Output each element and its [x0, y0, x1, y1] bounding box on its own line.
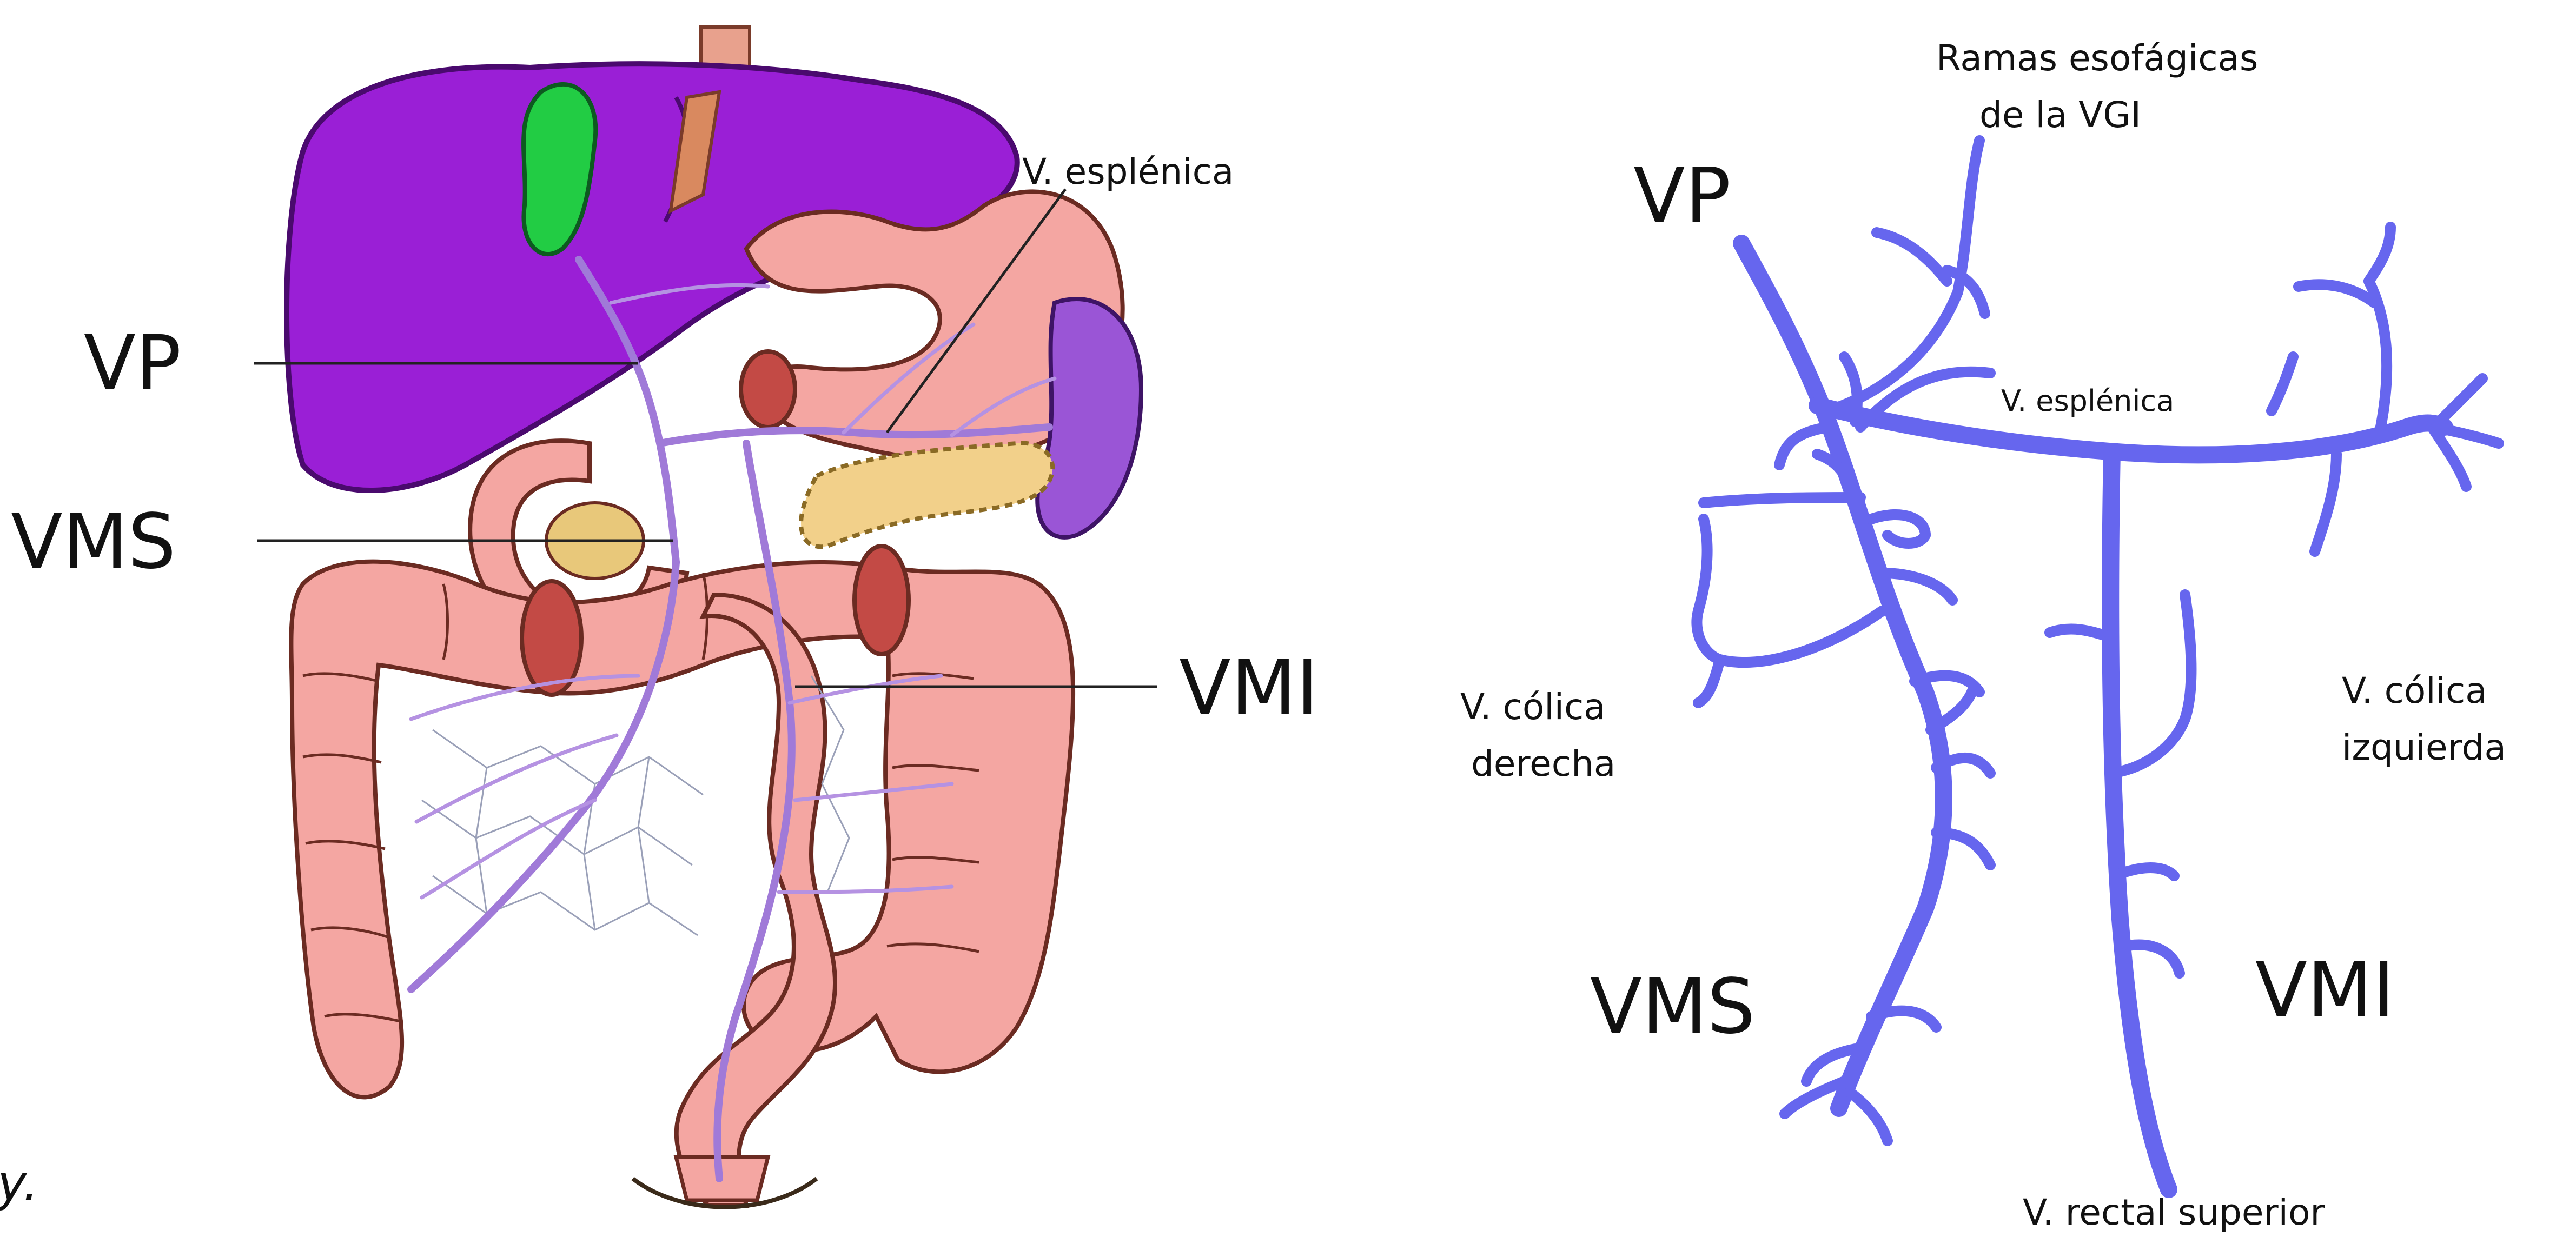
- label-right-colic-line1: V. cólica: [1460, 686, 1606, 728]
- label-left-colic-line2: izquierda: [2342, 727, 2506, 768]
- label-left-colic-line1: V. cólica: [2342, 670, 2487, 711]
- label-vms-schematic: VMS: [1590, 963, 1755, 1051]
- inferior-mesenteric-vein: [2110, 451, 2169, 1189]
- pancreas-icon: [801, 443, 1052, 547]
- schematic-vein-diagram: Ramas esofágicas de la VGI VP V. espléni…: [1460, 37, 2506, 1233]
- label-vmi: VMI: [1179, 644, 1319, 732]
- colon-icon: [291, 562, 1073, 1098]
- label-vp: VP: [84, 320, 181, 408]
- portal-vein-trunk: [1741, 243, 1944, 1108]
- anatomical-illustration: VP VMS VMI V. esplénica y.: [0, 27, 1319, 1212]
- label-esophageal-line2: de la VGI: [1979, 94, 2141, 136]
- left-colic-vein: [2112, 595, 2191, 773]
- cut-intestine-end-icon: [522, 581, 581, 695]
- spleen-icon: [1037, 299, 1141, 537]
- label-vp-schematic: VP: [1633, 152, 1731, 240]
- label-vmi-schematic: VMI: [2255, 947, 2395, 1035]
- label-vms: VMS: [11, 498, 176, 586]
- cut-intestine-end-icon: [741, 351, 795, 427]
- label-splenic-schematic: V. esplénica: [2001, 384, 2174, 418]
- cropped-text-fragment: y.: [0, 1154, 39, 1212]
- right-colic-vein: [1697, 611, 1882, 662]
- label-splenic-illustration: V. esplénica: [1022, 151, 1234, 192]
- cut-intestine-end-icon: [855, 546, 909, 654]
- label-right-colic-line2: derecha: [1471, 743, 1615, 784]
- label-esophageal-line1: Ramas esofágicas: [1936, 37, 2258, 79]
- label-rectal: V. rectal superior: [2023, 1192, 2325, 1233]
